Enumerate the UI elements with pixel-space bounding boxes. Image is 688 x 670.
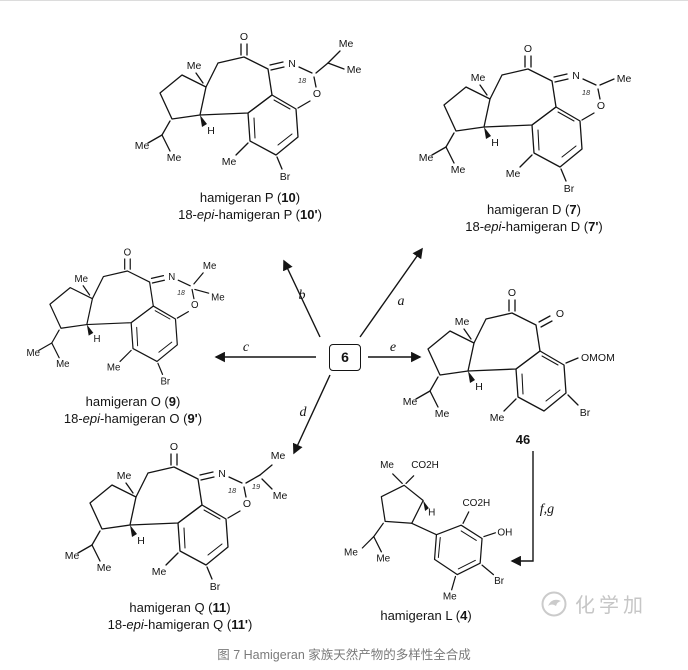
compound-6-node: 6 xyxy=(329,344,361,371)
label-hamigeran-o: hamigeran O (9) 18-epi-hamigeran O (9') xyxy=(10,393,256,427)
label-line1: hamigeran O (9) xyxy=(85,394,181,409)
label-line1: hamigeran L (4) xyxy=(380,608,472,623)
label-line2: 18-epi-hamigeran D (7') xyxy=(465,219,603,234)
label-line2: 18-epi-hamigeran P (10') xyxy=(178,207,322,222)
isopropyl-me1-label: Me xyxy=(403,396,418,408)
oh-label: OH xyxy=(497,528,512,539)
label-line1: hamigeran D (7) xyxy=(487,202,581,217)
hamigeran-o-drawing: Me Me xyxy=(25,246,225,389)
structure-hamigeran-l: CO2H Me H Me Me CO2H OH Br Me hamigeran … xyxy=(324,453,528,624)
omom-label: OMOM xyxy=(581,352,615,364)
arrow-e: e xyxy=(368,340,422,363)
structure-hamigeran-d: Me hamigeran D (7) 18-epi-hamigeran D (7… xyxy=(404,42,664,235)
stereo-wedge-h xyxy=(423,500,429,511)
arrow-c-label: c xyxy=(243,340,250,355)
label-line2: 18-epi-hamigeran Q (11') xyxy=(107,617,253,632)
sidechain-me2-label: Me xyxy=(347,64,362,76)
label-hamigeran-l: hamigeran L (4) xyxy=(324,607,528,624)
sidechain-me2-label: Me xyxy=(211,293,224,304)
watermark-text: 化学加 xyxy=(575,595,647,617)
structure-hamigeran-q: 19 Me Me hamigeran Q (11) 18-epi-hamiger… xyxy=(52,440,308,633)
sidechain-me1-label: Me xyxy=(203,261,216,272)
ketone-o1-label: O xyxy=(508,287,516,299)
arrow-fg-label: f,g xyxy=(540,502,554,517)
structure-hamigeran-p: Me Me hamigeran P (10) 18-epi-hamigeran … xyxy=(122,30,378,223)
hamigeran-q-drawing: 19 Me Me xyxy=(64,440,288,594)
sidechain-me2-label: Me xyxy=(273,490,288,502)
sidechain-secbutyl: 19 Me Me xyxy=(245,450,288,502)
watermark-bird-icon xyxy=(541,591,567,616)
label-hamigeran-q: hamigeran Q (11) 18-epi-hamigeran Q (11'… xyxy=(52,599,308,633)
structure-compound-46: O O Me H Me Me OMOM Br Me 46 xyxy=(398,287,648,448)
arrow-d: d xyxy=(292,374,331,455)
label-line1: hamigeran P (10) xyxy=(199,190,301,205)
arrow-b: b xyxy=(283,259,321,338)
ring-bonds xyxy=(415,299,579,412)
br-label: Br xyxy=(580,407,591,419)
sidechain-isobutyl: Me Me xyxy=(315,38,362,76)
br-label: Br xyxy=(494,576,505,587)
label-hamigeran-d: hamigeran D (7) 18-epi-hamigeran D (7') xyxy=(404,201,664,235)
arrow-b-label: b xyxy=(299,288,306,303)
arrow-c: c xyxy=(214,340,316,363)
quaternary-me-label: Me xyxy=(455,316,470,328)
hamigeran-d-drawing: Me xyxy=(418,42,632,196)
ketone-o2-label: O xyxy=(556,308,564,320)
arene-me-label: Me xyxy=(443,591,457,602)
label-compound-46: 46 xyxy=(515,432,531,447)
structure-hamigeran-o: Me Me hamigeran O (9) 18-epi-hamigeran O… xyxy=(10,246,256,427)
label-line1: hamigeran Q (11) xyxy=(129,600,231,615)
ring-h-label: H xyxy=(428,508,435,519)
arrow-a: a xyxy=(359,247,423,338)
isopropyl-me2-label: Me xyxy=(435,408,450,420)
ring-bonds xyxy=(361,473,496,591)
sidechain-me1-label: Me xyxy=(339,38,354,50)
label-line2: 18-epi-hamigeran O (9') xyxy=(63,411,203,426)
figure-caption: 图 7 Hamigeran 家族天然产物的多样性全合成 xyxy=(217,648,471,662)
isopropyl-me2-label: Me xyxy=(376,553,390,564)
co2h-aryl-label: CO2H xyxy=(462,498,490,509)
watermark: 化学加 xyxy=(540,589,647,618)
isopropyl-me1-label: Me xyxy=(344,548,358,559)
hamigeran-p-drawing: Me Me xyxy=(134,30,362,184)
arrow-d-label: d xyxy=(300,405,308,420)
ring-h-label: H xyxy=(475,381,483,393)
co2h-chain-label: CO2H xyxy=(411,460,439,471)
stereo-wedge-h xyxy=(468,371,475,383)
arrow-fg: f,g xyxy=(510,451,554,567)
sidechain-isopropyl: Me Me xyxy=(193,261,225,304)
position-19-label: 19 xyxy=(252,482,261,491)
arene-me-label: Me xyxy=(490,412,505,424)
arrow-a-label: a xyxy=(398,294,405,309)
compound-46-drawing: O O Me H Me Me OMOM Br Me xyxy=(403,287,615,424)
label-hamigeran-p: hamigeran P (10) 18-epi-hamigeran P (10'… xyxy=(122,189,378,223)
hamigeran-l-drawing: CO2H Me H Me Me CO2H OH Br Me xyxy=(344,460,512,602)
arrow-e-label: e xyxy=(390,340,396,355)
sidechain-methyl: Me xyxy=(599,73,632,86)
quaternary-me-label: Me xyxy=(380,460,394,471)
sidechain-me1-label: Me xyxy=(271,450,286,462)
sidechain-me-label: Me xyxy=(617,73,632,85)
